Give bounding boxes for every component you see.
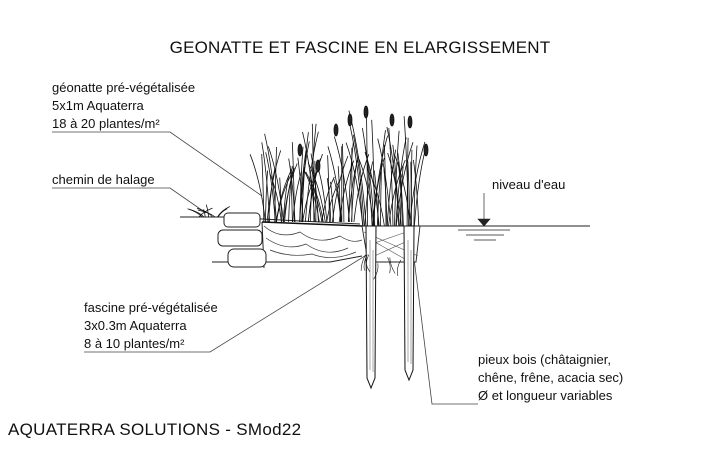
grass-blade xyxy=(372,135,388,227)
diagram-title: GEONATTE ET FASCINE EN ELARGISSEMENT xyxy=(169,38,551,57)
grass-blade xyxy=(299,146,304,223)
footer-company-label: AQUATERRA SOLUTIONS - SMod22 xyxy=(8,420,302,439)
root xyxy=(365,255,371,272)
grass-blade xyxy=(292,171,302,223)
grass-blade xyxy=(310,153,319,223)
label-niveau-d-eau: niveau d'eau xyxy=(492,177,566,192)
grass-blade xyxy=(342,143,345,223)
root xyxy=(387,257,391,274)
grass-blade xyxy=(394,130,400,227)
grass-blade xyxy=(383,169,388,227)
grass-blade xyxy=(203,209,206,218)
label-geonatte-line1: géonatte pré-végétalisée xyxy=(52,80,196,95)
label-fascine-line2: 3x0.3m Aquaterra xyxy=(84,318,187,333)
grass-blade xyxy=(327,155,330,223)
seed-head xyxy=(347,113,353,127)
grass-blade xyxy=(310,181,324,223)
grass-blade xyxy=(403,116,409,227)
root xyxy=(365,254,370,271)
seed-head xyxy=(333,123,339,137)
grass-blade xyxy=(348,155,359,223)
seed-head xyxy=(389,113,395,127)
grass-blade xyxy=(291,142,295,223)
seed-head xyxy=(407,115,413,129)
root xyxy=(360,254,366,271)
grass-blade xyxy=(268,168,276,223)
root xyxy=(363,254,368,271)
grass-blade xyxy=(302,131,316,223)
label-fascine-line1: fascine pré-végétalisée xyxy=(84,300,218,315)
grass-blade xyxy=(265,152,276,223)
label-pieux-line3: Ø et longueur variables xyxy=(478,388,613,403)
seed-head xyxy=(297,143,303,157)
seed-head xyxy=(315,159,321,173)
grass-blade xyxy=(330,181,334,223)
grass-blade xyxy=(387,152,402,227)
grass-blade xyxy=(349,126,364,227)
grass-blade xyxy=(392,144,400,227)
root xyxy=(389,257,396,274)
label-pieux-line1: pieux bois (châtaignier, xyxy=(478,352,611,367)
grass-blade xyxy=(353,134,365,227)
grass-blade xyxy=(314,160,317,223)
grass-blade xyxy=(397,152,404,227)
seed-head xyxy=(423,143,429,157)
grass-blade xyxy=(269,173,282,223)
water-level xyxy=(420,218,590,241)
root xyxy=(373,263,379,280)
grass-blade xyxy=(380,158,383,227)
grass-blade xyxy=(196,207,213,218)
label-chemin-de-halage: chemin de halage xyxy=(52,172,155,187)
grass-blade xyxy=(318,168,328,223)
grass-blade xyxy=(395,142,414,227)
root xyxy=(397,259,402,276)
stake-grain xyxy=(369,240,412,372)
leader-lines xyxy=(52,131,485,405)
grass-blade xyxy=(289,165,293,223)
label-fascine-line3: 8 à 10 plantes/m² xyxy=(84,336,185,351)
grass-blade xyxy=(288,165,293,223)
grass-blade xyxy=(217,208,228,218)
grass-blade xyxy=(388,159,406,227)
grass-blade xyxy=(413,145,418,227)
grass-blade xyxy=(413,159,420,227)
grass-blade xyxy=(410,149,413,227)
grass-blade xyxy=(305,171,323,223)
label-pieux-line2: chêne, frêne, acacia sec) xyxy=(478,370,624,385)
grass-blade xyxy=(327,146,342,223)
seed-head xyxy=(363,105,369,119)
grass-blade xyxy=(309,123,317,223)
grass-blade xyxy=(364,146,375,227)
grass-blade xyxy=(388,127,394,227)
grass-blade xyxy=(283,163,298,223)
grass-blade xyxy=(376,130,386,227)
grass-blade xyxy=(187,208,203,218)
geonatte-root-mat xyxy=(261,221,363,258)
label-geonatte-line2: 5x1m Aquaterra xyxy=(52,98,144,113)
grass-blade xyxy=(301,132,309,223)
label-geonatte-line3: 18 à 20 plantes/m² xyxy=(52,116,160,131)
grass-blade xyxy=(264,133,277,223)
grass-blade xyxy=(265,170,268,223)
grass-blade xyxy=(367,168,385,227)
grass-blade xyxy=(279,177,282,223)
grass-blade xyxy=(373,170,379,227)
grass-blade xyxy=(371,119,376,227)
grass-blade xyxy=(333,136,350,223)
grass-blade xyxy=(305,131,319,223)
vegetation xyxy=(187,105,429,280)
grass-blade xyxy=(362,128,373,227)
grass-blade xyxy=(394,154,411,227)
grass-blade xyxy=(307,162,326,223)
grass-blade xyxy=(282,175,290,223)
grass-blade xyxy=(217,206,230,218)
grass-blade xyxy=(267,146,284,223)
grass-blade xyxy=(345,142,364,227)
grass-blade xyxy=(261,153,265,223)
bank-stones xyxy=(217,212,267,268)
grass-blade xyxy=(358,158,375,227)
grass-blade xyxy=(332,155,349,223)
grass-blade xyxy=(249,154,266,223)
